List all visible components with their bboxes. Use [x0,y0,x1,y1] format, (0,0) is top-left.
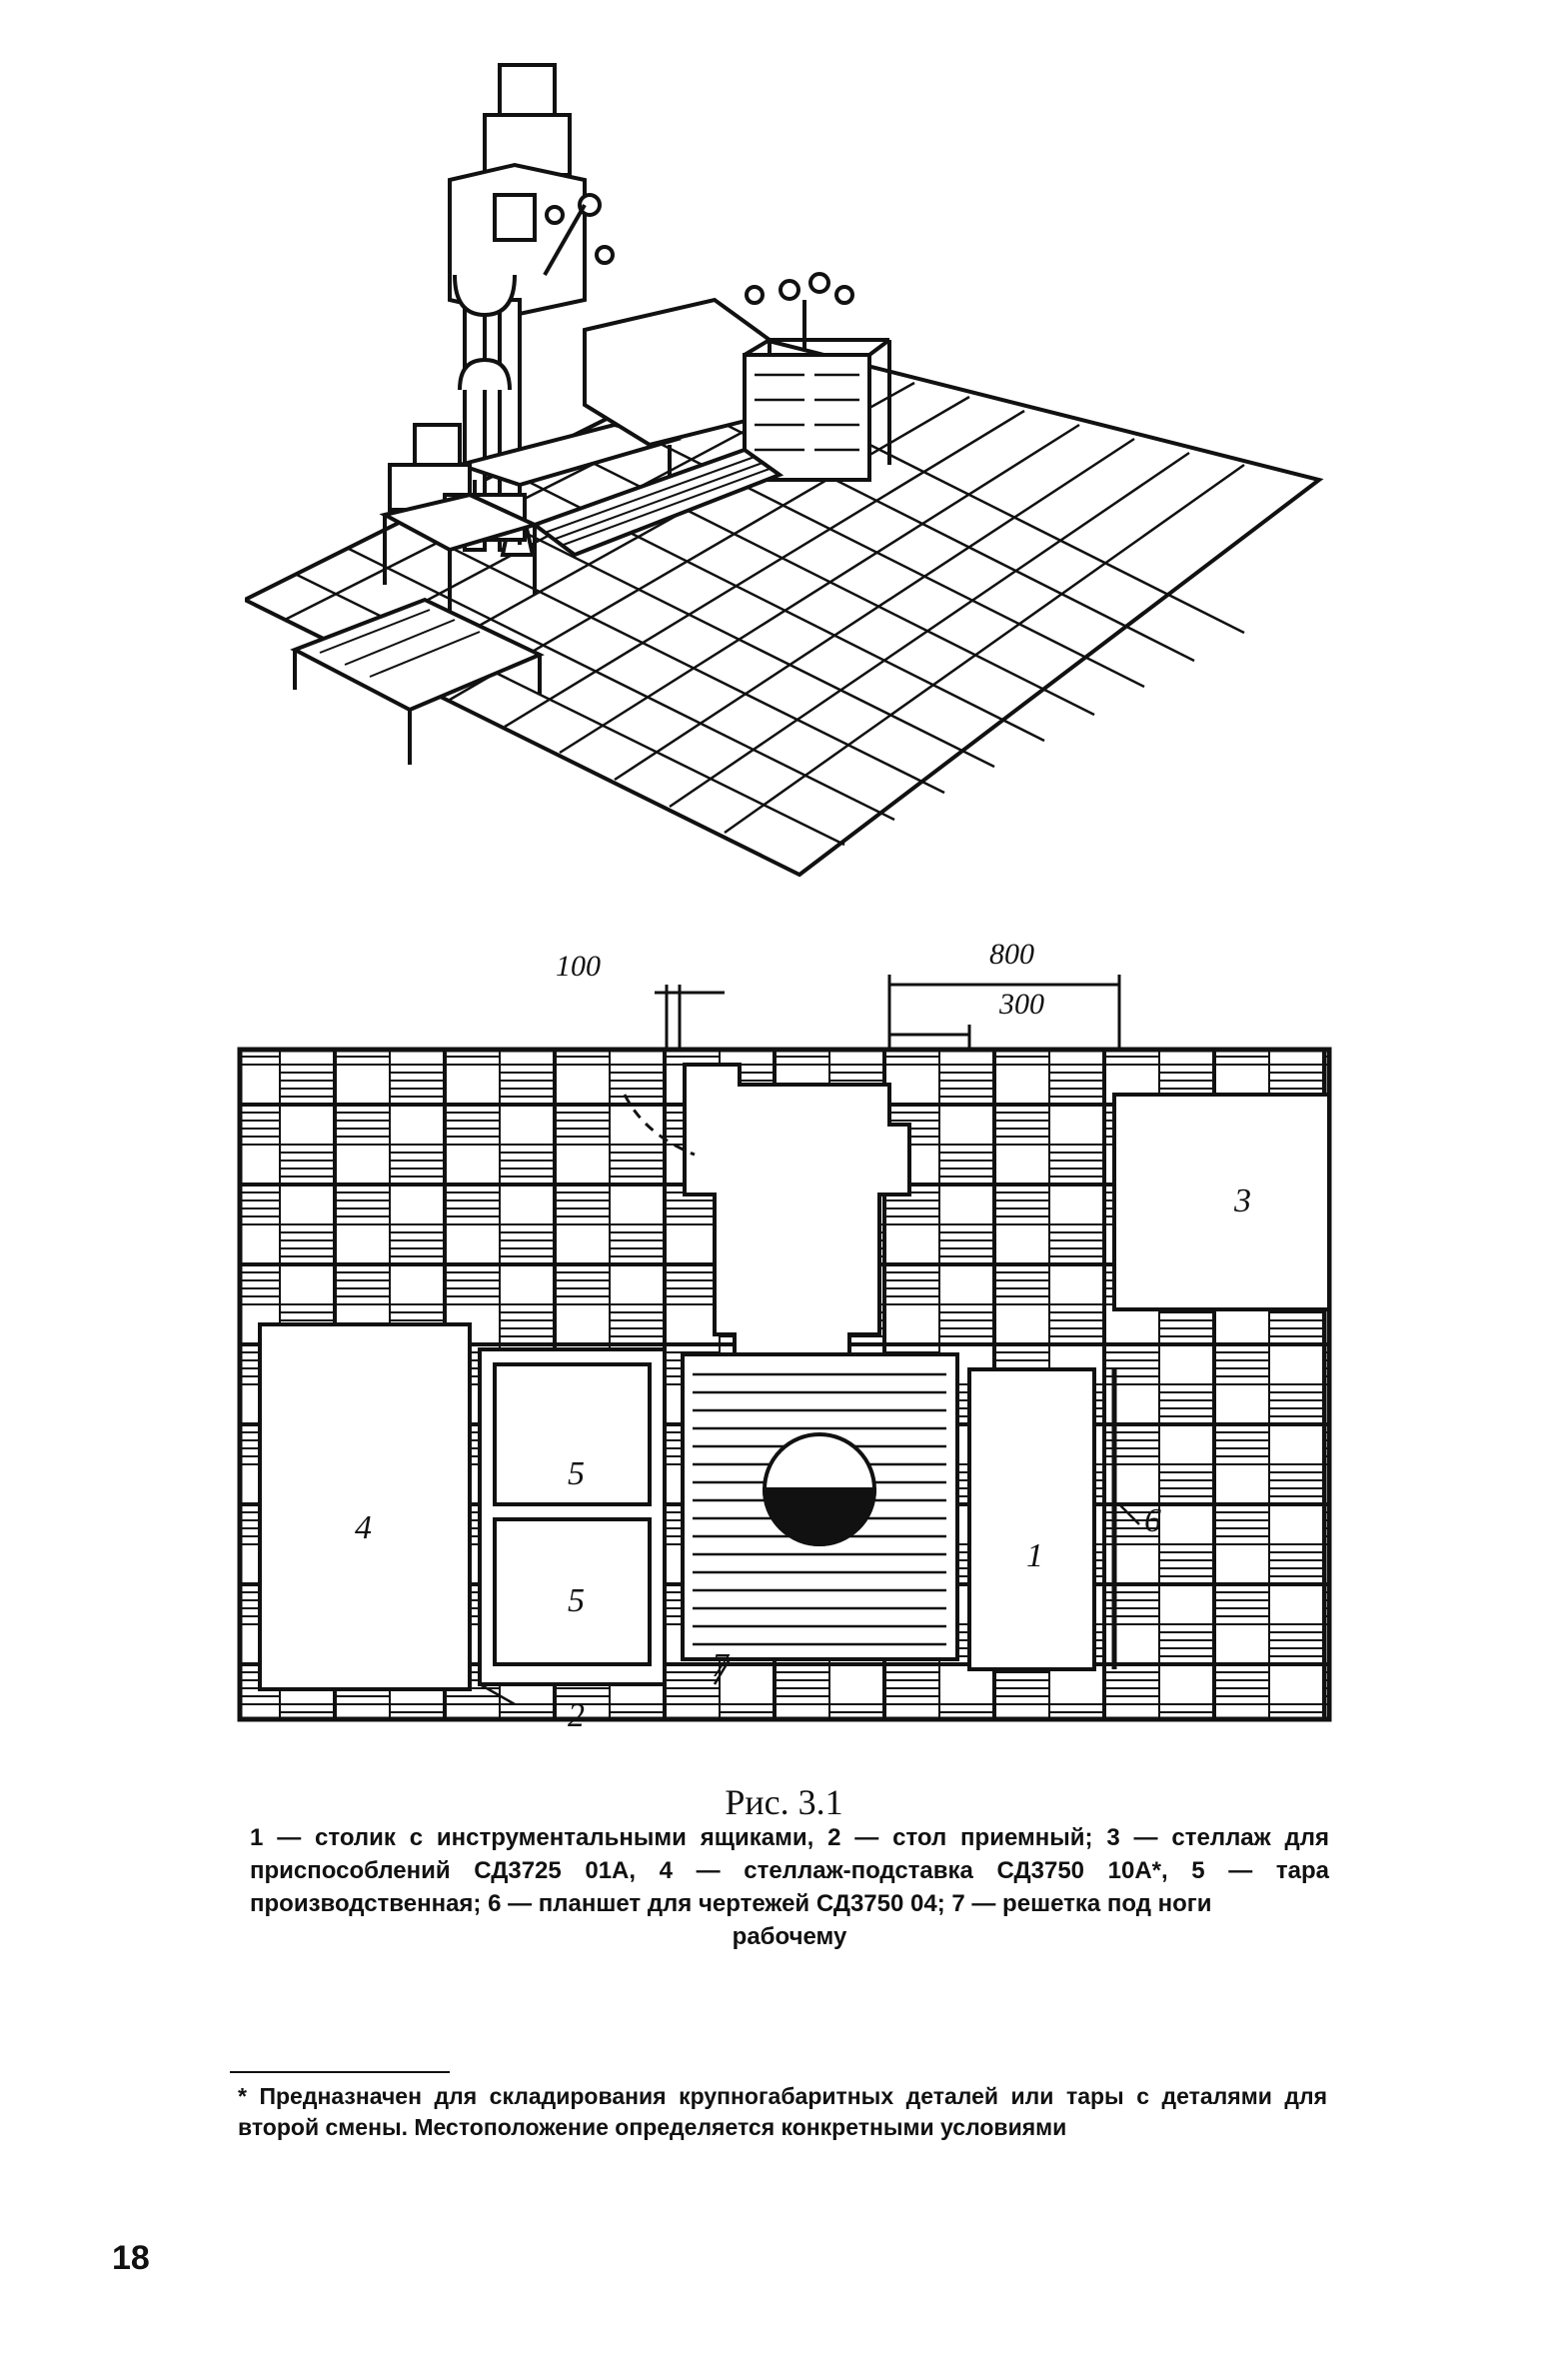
footnote: * Предназначен для складирования крупног… [238,2083,1327,2140]
machine-footprint [683,1063,911,1356]
label-5a: 5 [568,1455,585,1492]
floor-grating [530,447,784,558]
isometric-workplace-illustration [245,63,1324,878]
dimension-100: 100 [556,950,601,983]
tool-cabinet [583,272,891,482]
stand-platform [290,597,545,765]
label-4: 4 [355,1509,372,1546]
receiving-table [379,463,541,625]
shelf-3 [1112,1093,1331,1311]
label-2: 2 [568,1697,585,1734]
dimension-800: 800 [989,938,1034,971]
column-symbol [762,1432,877,1546]
label-3: 3 [1234,1183,1251,1219]
caption-last-line: рабочему [732,1923,847,1950]
dimension-lines [655,975,1121,1055]
page-number: 18 [112,2239,150,2277]
workplace-plan [237,975,1332,1722]
label-7: 7 [712,1647,729,1684]
container-5b [493,1517,652,1666]
footnote-rule [230,2071,450,2073]
stand-4 [258,1322,472,1691]
figure-caption-title: Рис. 3.1 [725,1782,843,1822]
label-5b: 5 [568,1582,585,1619]
tool-table-1 [967,1367,1096,1671]
figure-caption-text: 1 — столик с инструментальными ящиками, … [250,1821,1329,1953]
dimension-300: 300 [999,988,1044,1021]
label-1: 1 [1026,1537,1043,1574]
caption-body: 1 — столик с инструментальными ящиками, … [250,1824,1329,1917]
drilling-machine [413,63,615,557]
label-6: 6 [1144,1502,1161,1539]
container-5a [493,1362,652,1506]
